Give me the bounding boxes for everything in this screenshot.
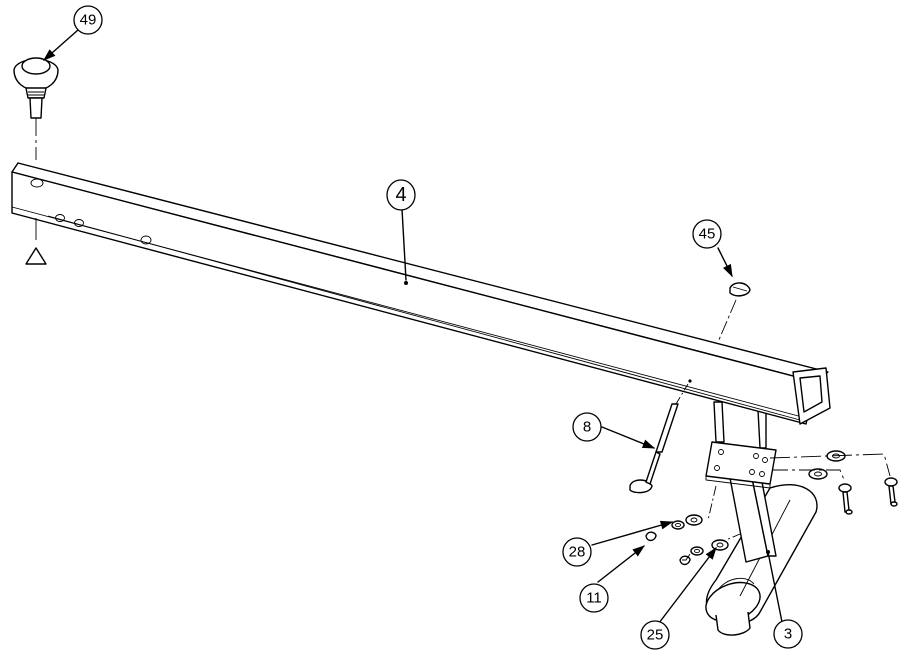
- callout-45: 45: [692, 219, 722, 249]
- fasteners-right: [769, 450, 898, 515]
- callout-25: 25: [640, 620, 670, 650]
- callout-4: 4: [386, 179, 416, 211]
- part-49-knob: [13, 57, 59, 160]
- callout-28-label: 28: [569, 544, 586, 561]
- fasteners-left: [645, 485, 741, 566]
- centerline-marker: [25, 218, 47, 265]
- callout-3: 3: [773, 619, 803, 649]
- callout-11-label: 11: [586, 590, 602, 607]
- part-45-knob: [717, 282, 751, 343]
- leader-lines: [43, 29, 783, 624]
- mounting-plate: [705, 441, 777, 489]
- callout-8: 8: [572, 412, 602, 442]
- callout-25-label: 25: [647, 627, 664, 644]
- callout-4-label: 4: [395, 184, 406, 206]
- callout-28: 28: [562, 537, 592, 567]
- callout-49-label: 49: [80, 12, 97, 29]
- callout-49: 49: [73, 5, 103, 35]
- callout-3-label: 3: [784, 626, 792, 643]
- part-4-main-rail: [11, 162, 831, 425]
- upright-post: [713, 401, 777, 563]
- callout-8-label: 8: [583, 419, 591, 436]
- callout-45-label: 45: [699, 226, 716, 243]
- callout-11: 11: [579, 583, 609, 613]
- part-8-pin: [629, 383, 689, 494]
